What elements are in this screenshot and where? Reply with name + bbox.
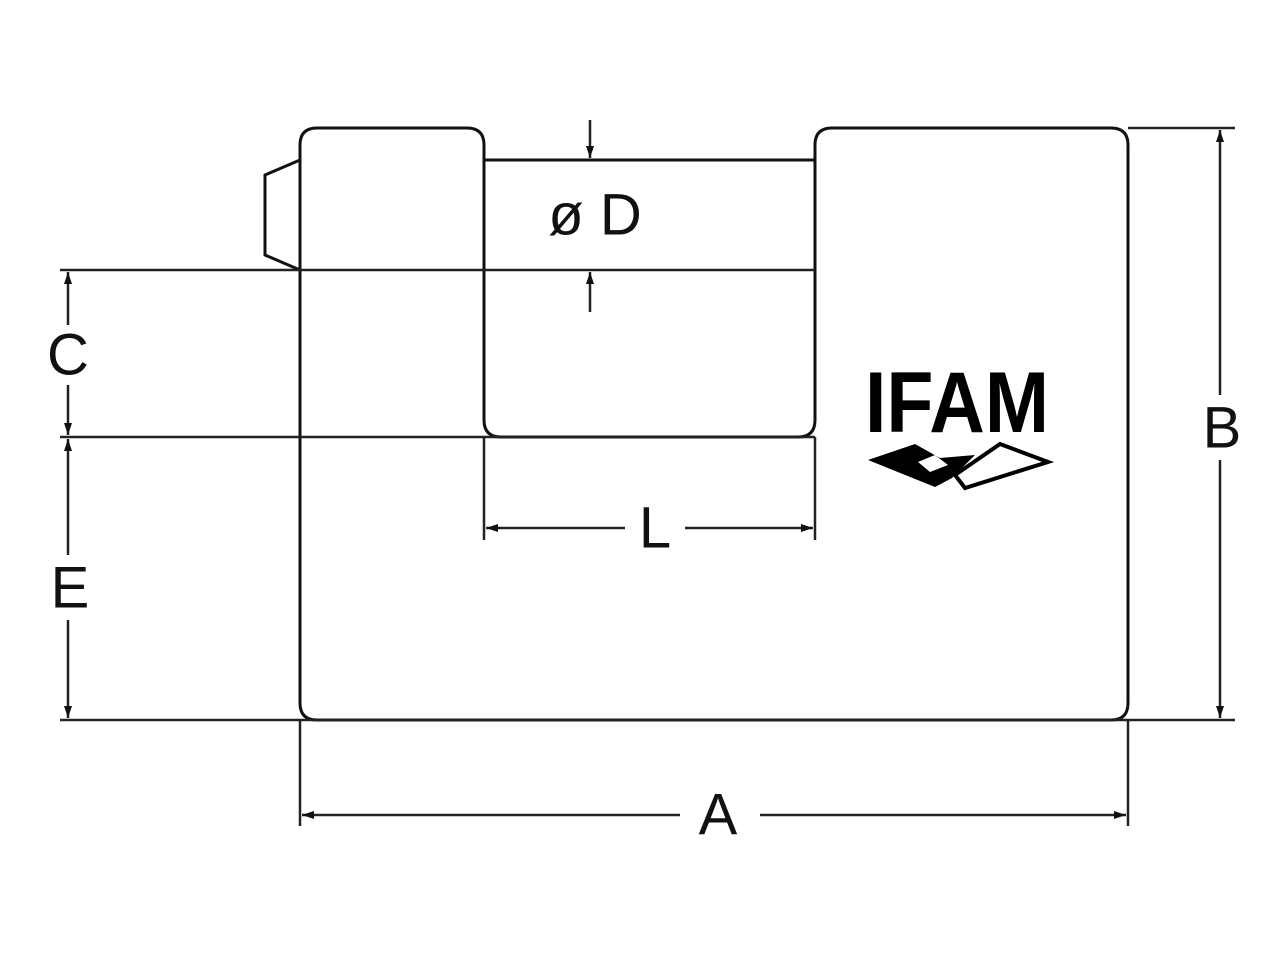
dimension-label-b: B: [1203, 396, 1242, 461]
ifam-logo-emblem-right: [952, 441, 1055, 491]
dimension-label-l: L: [639, 496, 671, 561]
ifam-logo: IFAM: [865, 355, 1055, 491]
dimension-label-c: C: [47, 323, 89, 388]
padlock-side-knob: [263, 158, 301, 272]
ifam-logo-emblem-left: [868, 444, 975, 487]
dimension-label-a: A: [699, 783, 738, 848]
ifam-logo-text: IFAM: [865, 355, 1049, 451]
dimension-label-d: ø D: [548, 183, 641, 248]
dimension-label-e: E: [51, 556, 90, 621]
